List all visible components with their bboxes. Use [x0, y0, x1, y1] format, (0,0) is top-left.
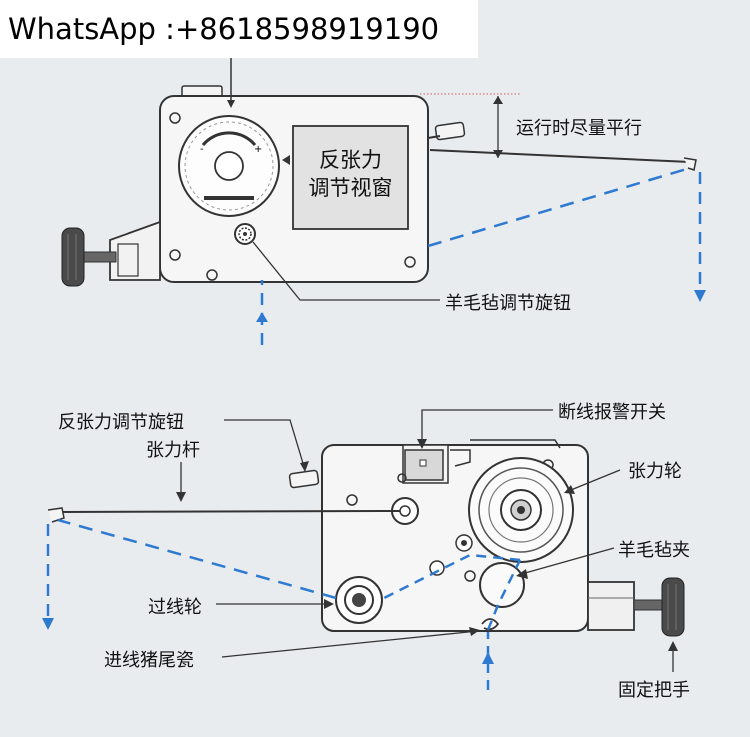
bottom-device [42, 409, 685, 690]
contact-banner: WhatsApp :+8618598919190 [0, 0, 478, 58]
tension-wheel-label: 张力轮 [628, 461, 682, 482]
parallel-label: 运行时尽量平行 [516, 118, 642, 139]
reverse-knob-label: 反张力调节旋钮 [58, 412, 184, 433]
svg-text:-: - [200, 144, 204, 155]
felt-adjust-knob-icon [234, 223, 256, 245]
top-device: - + [61, 58, 706, 345]
tension-rod-label: 张力杆 [146, 440, 200, 461]
window-label-line2: 调节视窗 [308, 176, 393, 200]
felt-clamp-icon [479, 562, 525, 608]
inlet-ceramic-label: 进线猪尾瓷 [104, 650, 194, 671]
fixing-handle-icon [61, 227, 117, 287]
bottom-fixing-handle-icon [633, 577, 685, 637]
felt-clamp-label: 羊毛毡夹 [618, 540, 690, 561]
reverse-tension-dial-icon: - + [178, 115, 280, 217]
guide-wheel-icon [335, 576, 383, 624]
felt-knob-label: 羊毛毡调节旋钮 [445, 293, 571, 314]
top-tension-rod [429, 149, 691, 163]
bottom-tension-rod [57, 510, 401, 513]
svg-text:+: + [254, 144, 262, 155]
handle-label: 固定把手 [618, 680, 690, 701]
reverse-tension-window [292, 125, 409, 230]
window-label-line1: 反张力 [319, 148, 382, 172]
break-switch-label: 断线报警开关 [558, 402, 666, 423]
tension-wheel-icon [468, 457, 574, 563]
guide-wheel-label: 过线轮 [148, 597, 202, 618]
